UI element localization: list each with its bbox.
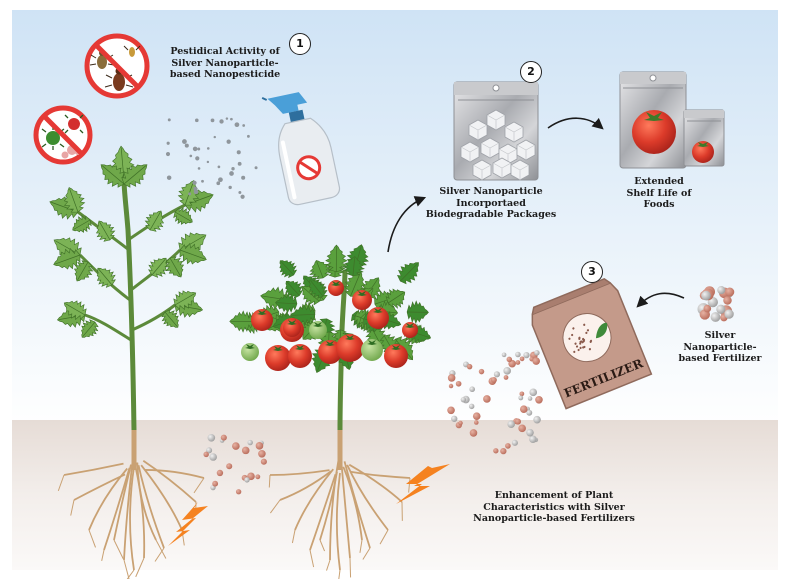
spray-bottle-icon — [261, 92, 341, 206]
young-plant-icon — [49, 145, 214, 431]
shelf-life-label: Extended Shelf Life of Foods — [626, 176, 692, 210]
step-badge-1: 1 — [289, 33, 311, 55]
enhancement-label: Enhancement of Plant Characteristics wit… — [473, 490, 635, 524]
step-badge-2: 2 — [520, 61, 542, 83]
prohibition-sign-icon — [84, 33, 150, 99]
step-badge-3: 3 — [581, 261, 603, 283]
packages-label: Silver Nanoparticle Incorportaed Biodegr… — [425, 186, 557, 220]
fertilizer-bag-icon: FERTILIZER — [531, 277, 653, 410]
arrow-icon — [387, 196, 427, 253]
tomato-icon — [632, 110, 676, 154]
pesticide-label: Pestidical Activity of Silver Nanopartic… — [169, 46, 281, 80]
package-icon — [619, 71, 687, 169]
tomato-plant-icon — [229, 244, 431, 431]
prohibition-sign-icon — [33, 105, 93, 165]
tomato-icon — [692, 141, 714, 163]
fertilizer-label: Silver Nanoparticle- based Fertilizer — [678, 330, 762, 364]
arrow-icon — [547, 117, 604, 130]
lightning-icon — [396, 464, 450, 504]
lightning-icon — [168, 502, 208, 546]
package-icon — [453, 81, 539, 181]
nanoparticle-spray-mist — [165, 117, 258, 199]
package-icon — [683, 109, 725, 167]
nanoparticle-fertilizer-cluster — [697, 286, 735, 322]
nanoparticle-scatter — [203, 350, 543, 495]
roots-group — [57, 430, 411, 579]
arrow-icon — [636, 292, 685, 308]
